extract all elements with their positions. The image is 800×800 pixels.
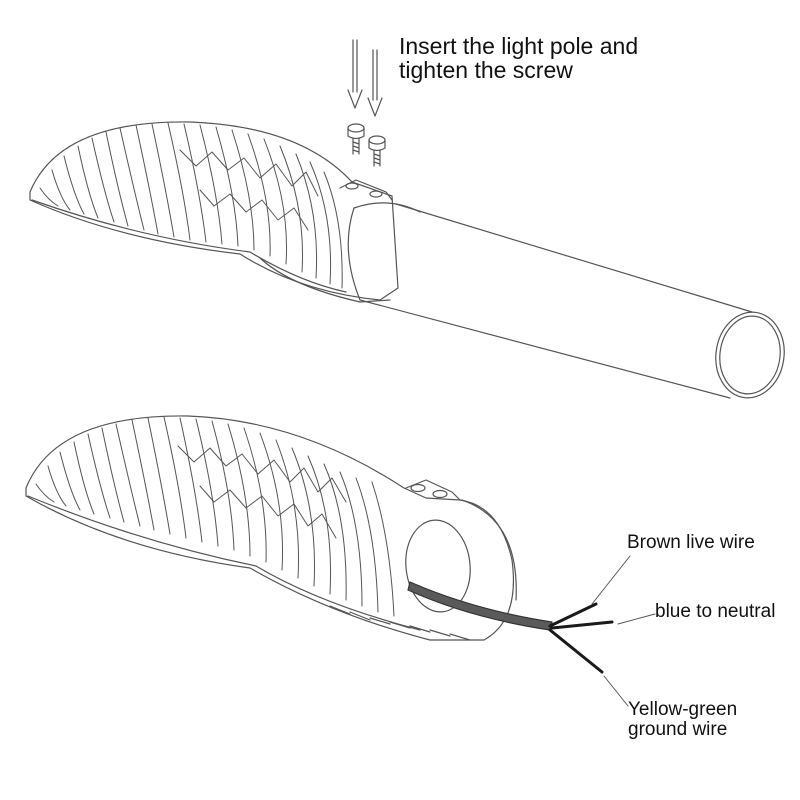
screw-icon bbox=[368, 135, 386, 167]
blue-wire-label: blue to neutral bbox=[655, 601, 776, 622]
label-leader-lines bbox=[591, 555, 656, 707]
street-light-head-bottom bbox=[25, 415, 517, 641]
instruction-label: Insert the light pole and tighten the sc… bbox=[399, 34, 638, 82]
power-cable bbox=[407, 581, 553, 631]
down-arrow-icon bbox=[347, 39, 363, 109]
brown-wire-label: Brown live wire bbox=[627, 532, 755, 553]
ground-wire-label-line-2: ground wire bbox=[628, 718, 728, 740]
down-arrow-icon bbox=[367, 49, 383, 117]
heat-sink-fins-top bbox=[39, 122, 343, 289]
brown-live-wire bbox=[548, 602, 598, 628]
instruction-line-1: Insert the light pole and bbox=[399, 33, 639, 59]
screw-icon bbox=[347, 123, 365, 155]
light-pole bbox=[347, 202, 785, 399]
instruction-line-2: tighten the screw bbox=[399, 57, 573, 84]
ground-wire-label: Yellow-green ground wire bbox=[628, 700, 737, 740]
heat-sink-fins-bottom bbox=[35, 416, 395, 617]
street-light-head-top bbox=[29, 121, 399, 303]
blue-neutral-wire bbox=[550, 620, 614, 630]
yellow-green-ground-wire bbox=[548, 628, 604, 674]
ground-wire-label-line-1: Yellow-green bbox=[628, 699, 738, 720]
